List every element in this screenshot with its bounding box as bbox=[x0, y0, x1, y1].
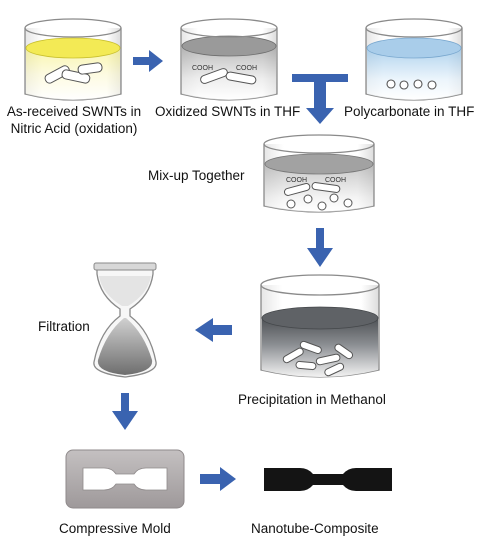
oxidized-label: Oxidized SWNTs in THF bbox=[155, 104, 301, 119]
arrow-down-icon bbox=[307, 228, 333, 267]
nanotube-composite-icon bbox=[264, 468, 392, 491]
mold-label: Compressive Mold bbox=[59, 521, 171, 536]
merge-arrow-icon bbox=[292, 74, 348, 124]
mix-label: Mix-up Together bbox=[148, 168, 245, 183]
mixed-nanotube-icon bbox=[283, 182, 353, 211]
beaker-oxidized-swnts: COOH COOH bbox=[180, 18, 278, 101]
cooh-label: COOH bbox=[192, 65, 213, 72]
beaker-nitric-acid bbox=[24, 18, 122, 101]
nanotube-bundle-icon bbox=[44, 62, 103, 84]
polycarbonate-label: Polycarbonate in THF bbox=[344, 104, 475, 119]
cooh-nanotube-icon bbox=[200, 68, 257, 85]
polymer-bead-icon bbox=[386, 79, 437, 90]
beaker-mix: COOH COOH bbox=[263, 134, 375, 213]
cooh-label: COOH bbox=[236, 65, 257, 72]
cooh-label: COOH bbox=[286, 177, 307, 184]
beaker-methanol bbox=[260, 274, 380, 378]
precipitation-label: Precipitation in Methanol bbox=[238, 392, 386, 407]
arrow-left-icon bbox=[195, 318, 232, 342]
arrow-right-icon bbox=[200, 467, 236, 491]
beaker-polycarbonate bbox=[365, 18, 463, 101]
filtration-label: Filtration bbox=[38, 319, 90, 334]
precipitate-icon bbox=[282, 340, 354, 377]
compressive-mold-icon bbox=[65, 449, 185, 509]
composite-label: Nanotube-Composite bbox=[251, 521, 379, 536]
arrow-right-icon bbox=[133, 50, 163, 72]
as-received-label: As-received SWNTs in Nitric Acid (oxidat… bbox=[6, 104, 142, 136]
hourglass-filter-icon bbox=[93, 262, 157, 378]
cooh-label: COOH bbox=[325, 177, 346, 184]
arrow-down-icon bbox=[112, 393, 138, 430]
